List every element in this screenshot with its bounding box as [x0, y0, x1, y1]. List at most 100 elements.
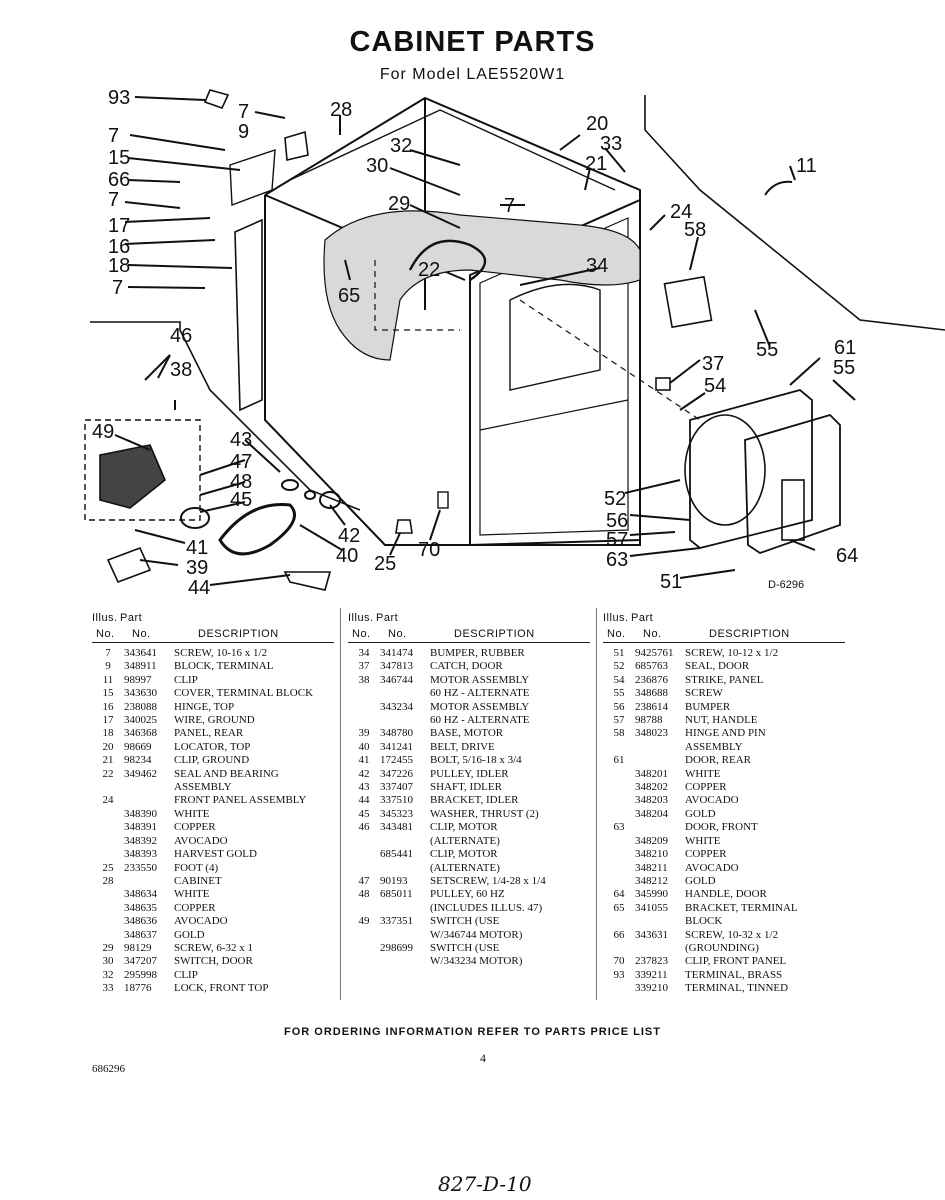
callout-28: 28	[330, 99, 352, 121]
part-number: 347226	[380, 767, 413, 780]
part-number: 348202	[635, 781, 668, 794]
callout-17: 17	[108, 215, 130, 237]
illus-number: 16	[102, 700, 114, 713]
part-number	[380, 714, 430, 727]
illus-number	[348, 687, 380, 700]
part-number	[380, 929, 430, 942]
illus-number: 46	[358, 821, 370, 834]
part-number: 348392	[124, 834, 157, 847]
callout-61: 61	[834, 337, 856, 359]
illus-number: 45	[358, 807, 370, 820]
illus-number: 33	[102, 982, 114, 995]
description-heading: DESCRIPTION	[198, 628, 279, 640]
illus-number	[92, 835, 124, 848]
illus-number: 40	[358, 740, 370, 753]
callout-42: 42	[338, 525, 360, 547]
callout-51: 51	[660, 571, 682, 593]
part-number: 90193	[380, 874, 408, 887]
part-number: 348210	[635, 848, 668, 861]
part-number: 343641	[124, 647, 157, 659]
part-number: 349462	[124, 767, 157, 780]
part-number: 348204	[635, 807, 668, 820]
table-row: (GROUNDING)	[603, 942, 845, 955]
part-number: 337407	[380, 781, 413, 794]
illus-heading: Illus.	[603, 612, 629, 624]
illus-number: 9	[105, 660, 111, 673]
part-number: 295998	[124, 968, 157, 981]
callout-7: 7	[108, 125, 119, 147]
callout-32: 32	[390, 135, 412, 157]
table-row: 348201 WHITE	[603, 768, 845, 781]
part-number	[380, 835, 430, 848]
part-description: BRACKET, IDLER	[430, 794, 519, 807]
part-description: WHITE	[685, 767, 721, 780]
part-description: DOOR, FRONT	[685, 821, 758, 834]
part-number: 348203	[635, 794, 668, 807]
part-description: GOLD	[685, 807, 716, 820]
part-description: WHITE	[174, 807, 210, 820]
part-number	[380, 687, 430, 700]
illus-number	[92, 929, 124, 942]
part-description: HANDLE, DOOR	[685, 888, 767, 901]
illus-number	[603, 848, 635, 861]
part-number: 348201	[635, 767, 668, 780]
part-number: 346368	[124, 727, 157, 740]
illus-number: 11	[102, 673, 114, 686]
illus-number: 66	[613, 928, 625, 941]
illus-number: 24	[102, 794, 114, 807]
part-description: HINGE, TOP	[174, 700, 235, 713]
illus-number	[92, 821, 124, 834]
part-description: 60 HZ - ALTERNATE	[430, 687, 530, 700]
part-description: STRIKE, PANEL	[685, 673, 764, 686]
illus-number	[92, 888, 124, 901]
illus-number: 42	[358, 767, 370, 780]
part-heading: Part	[631, 612, 654, 624]
table-row: (INCLUDES ILLUS. 47)	[348, 902, 590, 915]
illus-number	[603, 862, 635, 875]
part-number: 685763	[635, 660, 668, 673]
table-row: 60 HZ - ALTERNATE	[348, 714, 590, 727]
part-number: 348390	[124, 807, 157, 820]
callout-33: 33	[600, 133, 622, 155]
callout-93: 93	[108, 87, 130, 109]
illus-number	[603, 875, 635, 888]
illus-number: 52	[613, 660, 625, 673]
part-description: WIRE, GROUND	[174, 714, 255, 727]
illus-number	[348, 929, 380, 942]
illus-number	[92, 808, 124, 821]
page-title: CABINET PARTS	[349, 26, 596, 58]
illus-number	[603, 915, 635, 928]
part-number	[380, 862, 430, 875]
callout-48: 48	[230, 471, 252, 493]
part-number: 236876	[635, 673, 668, 686]
table-row: 348204 GOLD	[603, 808, 845, 821]
part-description: COPPER	[685, 781, 727, 794]
part-number: 341055	[635, 901, 668, 914]
illus-number	[92, 848, 124, 861]
part-description: LOCATOR, TOP	[174, 740, 251, 753]
part-description: AVOCADO	[685, 861, 739, 874]
callout-65: 65	[338, 285, 360, 307]
part-number: 98234	[124, 754, 152, 767]
part-number: 9425761	[635, 647, 674, 659]
part-number: 339210	[635, 982, 668, 995]
callout-57: 57	[606, 529, 628, 551]
callout-55: 55	[833, 357, 855, 379]
